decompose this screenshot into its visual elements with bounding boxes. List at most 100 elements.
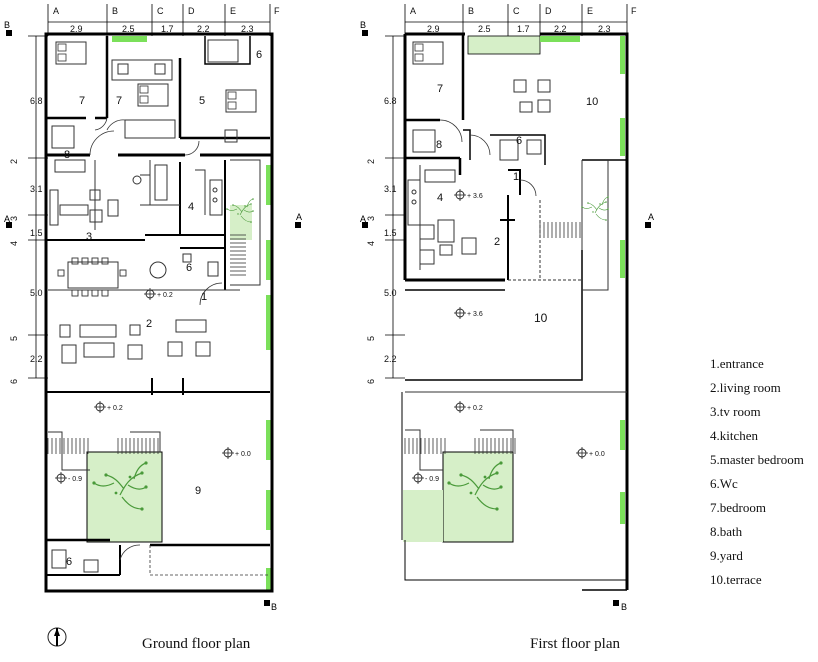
gf-room-6a: 6: [256, 49, 262, 61]
gf-rowspan-5: 2.2: [30, 354, 43, 364]
ff-row-grid: [385, 35, 405, 379]
ff-span-4: 2.2: [554, 24, 567, 34]
gf-room-4: 4: [188, 201, 194, 213]
gf-stairs-kitchen: [229, 234, 247, 276]
ff-room-10b: 10: [534, 311, 548, 325]
gf-room-3: 3: [86, 231, 92, 243]
ff-span-5: 2.3: [598, 24, 611, 34]
gf-room-9: 9: [195, 485, 201, 497]
gf-level-1: + 0.2: [157, 292, 173, 299]
gf-rowspan-1: 6.8: [30, 96, 43, 106]
svg-text:A: A: [296, 212, 302, 222]
gf-col-b: B: [112, 6, 118, 16]
ff-level-1: + 3.6: [467, 193, 483, 200]
gf-col-f: F: [274, 6, 280, 16]
ff-level-4: + 0.0: [589, 451, 605, 458]
legend-item-master-bedroom: 5.master bedroom: [710, 452, 804, 467]
gf-rowspan-2: 3.1: [30, 184, 43, 194]
ground-floor-caption: Ground floor plan: [142, 636, 251, 652]
gf-room-1: 1: [201, 291, 207, 303]
svg-text:B: B: [4, 20, 10, 30]
gf-row-5: 5: [9, 336, 19, 341]
ff-col-f: F: [631, 6, 637, 16]
gf-room-7a: 7: [79, 95, 85, 107]
ff-room-8: 8: [436, 139, 442, 151]
gf-col-d: D: [188, 6, 195, 16]
gf-green-areas: [86, 36, 271, 590]
ff-walls: [401, 32, 629, 591]
gf-level-2: + 0.2: [107, 405, 123, 412]
gf-row-4: 4: [9, 241, 19, 246]
legend-item-kitchen: 4.kitchen: [710, 428, 759, 443]
svg-text:B: B: [271, 602, 277, 612]
first-floor-plan: A B C D E F 2.9 2.5 1.7 2.2 2.3 2 3 4 5 …: [360, 4, 654, 612]
ff-level-icon-4: [575, 446, 589, 460]
ff-level-icon-3: [453, 400, 467, 414]
gf-row-6: 6: [9, 379, 19, 384]
gf-door-swings: [89, 117, 270, 576]
ff-level-3: + 0.2: [467, 405, 483, 412]
ff-room-1: 1: [513, 171, 519, 183]
gf-span-4: 2.2: [197, 24, 210, 34]
gf-furniture: [49, 39, 257, 573]
ff-col-c: C: [513, 6, 520, 16]
legend-item-entrance: 1.entrance: [710, 356, 764, 371]
legend-item-living-room: 2.living room: [710, 380, 781, 395]
gf-rowspan-4: 5.0: [30, 288, 43, 298]
gf-level-4: - 0.9: [68, 476, 82, 483]
ff-col-a: A: [410, 6, 416, 16]
gf-row-2: 2: [9, 159, 19, 164]
ff-span-3: 1.7: [517, 24, 530, 34]
ff-room-2: 2: [494, 236, 500, 248]
ff-rowspan-2: 3.1: [384, 184, 397, 194]
ff-rowspan-3: 1.5: [384, 228, 397, 238]
gf-column-grid: [47, 4, 271, 36]
svg-text:A: A: [360, 214, 366, 224]
ff-room-10a: 10: [586, 96, 598, 108]
ff-row-4: 4: [366, 241, 376, 246]
gf-room-6c: 6: [66, 556, 72, 568]
gf-room-2: 2: [146, 318, 152, 330]
ff-door-swings: [439, 119, 537, 197]
ff-span-2: 2.5: [478, 24, 491, 34]
legend-item-yard: 9.yard: [710, 548, 743, 563]
legend-item-tv-room: 3.tv room: [710, 404, 761, 419]
ff-row-3: 3: [366, 216, 376, 221]
ff-column-grid: [404, 4, 628, 36]
ff-span-1: 2.9: [427, 24, 440, 34]
ff-room-6: 6: [516, 135, 522, 147]
ff-col-e: E: [587, 6, 593, 16]
ff-col-d: D: [545, 6, 552, 16]
gf-stairs-yard-left: [47, 437, 89, 455]
ff-stairs-central: [539, 221, 581, 239]
gf-col-c: C: [157, 6, 164, 16]
gf-level-icon-3: [221, 446, 235, 460]
gf-level-3: + 0.0: [235, 451, 251, 458]
first-floor-caption: First floor plan: [530, 636, 620, 652]
gf-walls: [44, 32, 274, 593]
ff-green-areas: [403, 35, 625, 543]
ff-level-5: - 0.9: [425, 476, 439, 483]
room-legend: 1.entrance 2.living room 3.tv room 4.kit…: [710, 356, 814, 596]
gf-col-e: E: [230, 6, 236, 16]
ff-rowspan-4: 5.0: [384, 288, 397, 298]
ff-section-markers: B A A B: [360, 20, 654, 612]
gf-room-5: 5: [199, 95, 205, 107]
ff-level-icon-5: [411, 471, 425, 485]
ff-room-4: 4: [437, 192, 443, 204]
ff-level-icon-2: [453, 306, 467, 320]
gf-span-1: 2.9: [70, 24, 83, 34]
gf-room-8: 8: [64, 149, 70, 161]
svg-text:A: A: [648, 212, 654, 222]
gf-span-3: 1.7: [161, 24, 174, 34]
gf-row-3: 3: [9, 216, 19, 221]
gf-room-6b: 6: [186, 262, 192, 274]
gf-col-a: A: [53, 6, 59, 16]
gf-span-2: 2.5: [122, 24, 135, 34]
ff-rowspan-1: 6.8: [384, 96, 397, 106]
svg-text:A: A: [4, 214, 10, 224]
ff-level-icon-1: [453, 188, 467, 202]
gf-level-icon-2: [93, 400, 107, 414]
ff-stairs-yard-left: [404, 437, 446, 455]
